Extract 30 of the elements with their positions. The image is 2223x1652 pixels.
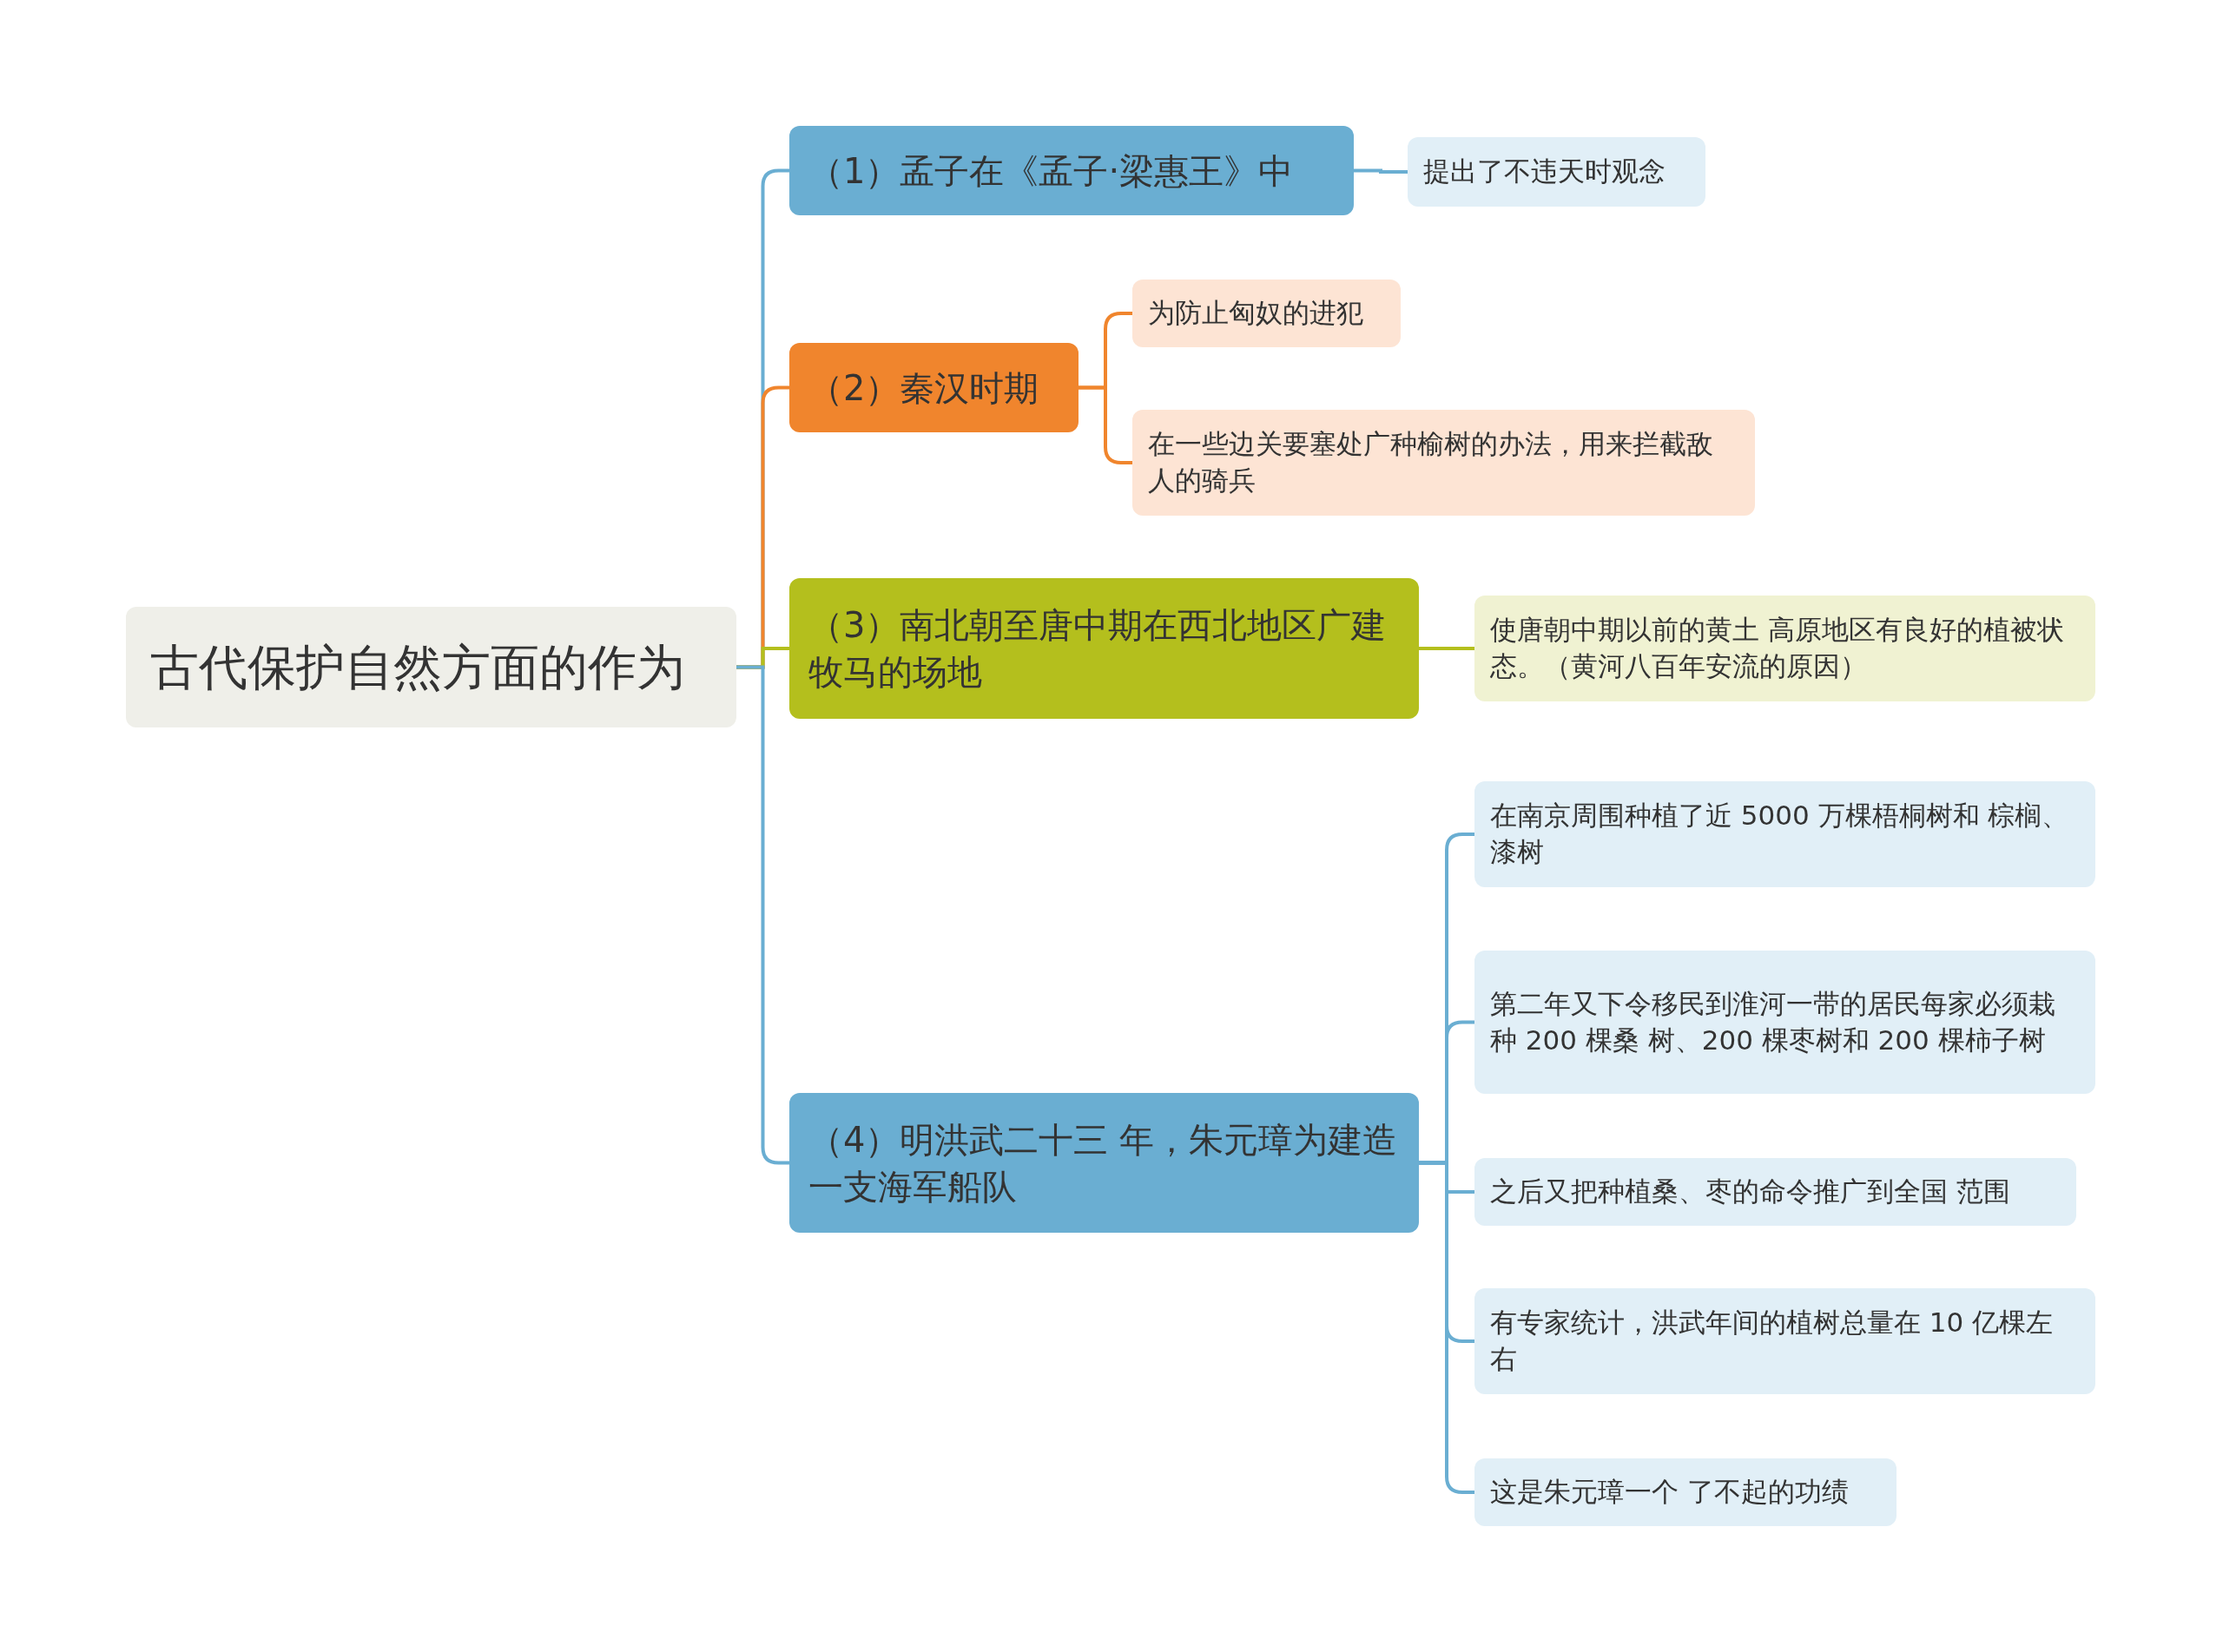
leaf-topic-box	[1474, 781, 2095, 887]
topic-text: （1）孟子在《孟子·梁惠王》中	[808, 149, 1294, 193]
branch-topic-box	[789, 343, 1079, 432]
topic-text: 为防止匈奴的进犯	[1148, 296, 1363, 331]
topic-text: 古代保护自然方面的作为	[150, 637, 685, 697]
root-topic-box	[126, 607, 736, 727]
topic-text: （4）明洪武二十三 年，朱元璋为建造一支海军船队	[808, 1118, 1399, 1208]
leaf-topic-box	[1474, 596, 2095, 701]
leaf-topic-box	[1474, 1158, 2076, 1226]
topic-text: （2）秦汉时期	[808, 366, 1039, 410]
branch-topic-box	[789, 578, 1419, 719]
leaf-topic-box	[1132, 410, 1755, 516]
topic-text: 之后又把种植桑、枣的命令推广到全国 范围	[1490, 1175, 2010, 1209]
topic-text: 提出了不违天时观念	[1423, 155, 1666, 189]
leaf-topic-box	[1474, 951, 2095, 1094]
topic-text: 有专家统计，洪武年间的植树总量在 10 亿棵左右	[1490, 1306, 2055, 1376]
connector	[1354, 168, 1408, 174]
topic-text: 第二年又下令移民到淮河一带的居民每家必须栽种 200 棵桑 树、200 棵枣树和 200 棵柿子树	[1490, 986, 2056, 1057]
leaf-topic-box	[1474, 1288, 2095, 1394]
topic-text: 在一些边关要塞处广种榆树的办法，用来拦截敌人的骑兵	[1148, 427, 1714, 497]
branch-topic-box	[789, 126, 1354, 215]
leaf-topic-box	[1132, 280, 1401, 347]
branch-topic-box	[789, 1093, 1419, 1233]
topic-text: （3）南北朝至唐中期在西北地区广建牧马的场地	[808, 604, 1388, 694]
topic-text: 使唐朝中期以前的黄土 高原地区有良好的植被状态。（黄河八百年安流的原因）	[1490, 613, 2065, 683]
topic-text: 这是朱元璋一个 了不起的功绩	[1490, 1475, 1849, 1510]
leaf-topic-box	[1474, 1458, 1896, 1526]
topic-text: 在南京周围种植了近 5000 万棵梧桐树和 棕榈、漆树	[1490, 799, 2070, 869]
connector	[1419, 647, 1474, 650]
leaf-topic-box	[1408, 137, 1705, 207]
